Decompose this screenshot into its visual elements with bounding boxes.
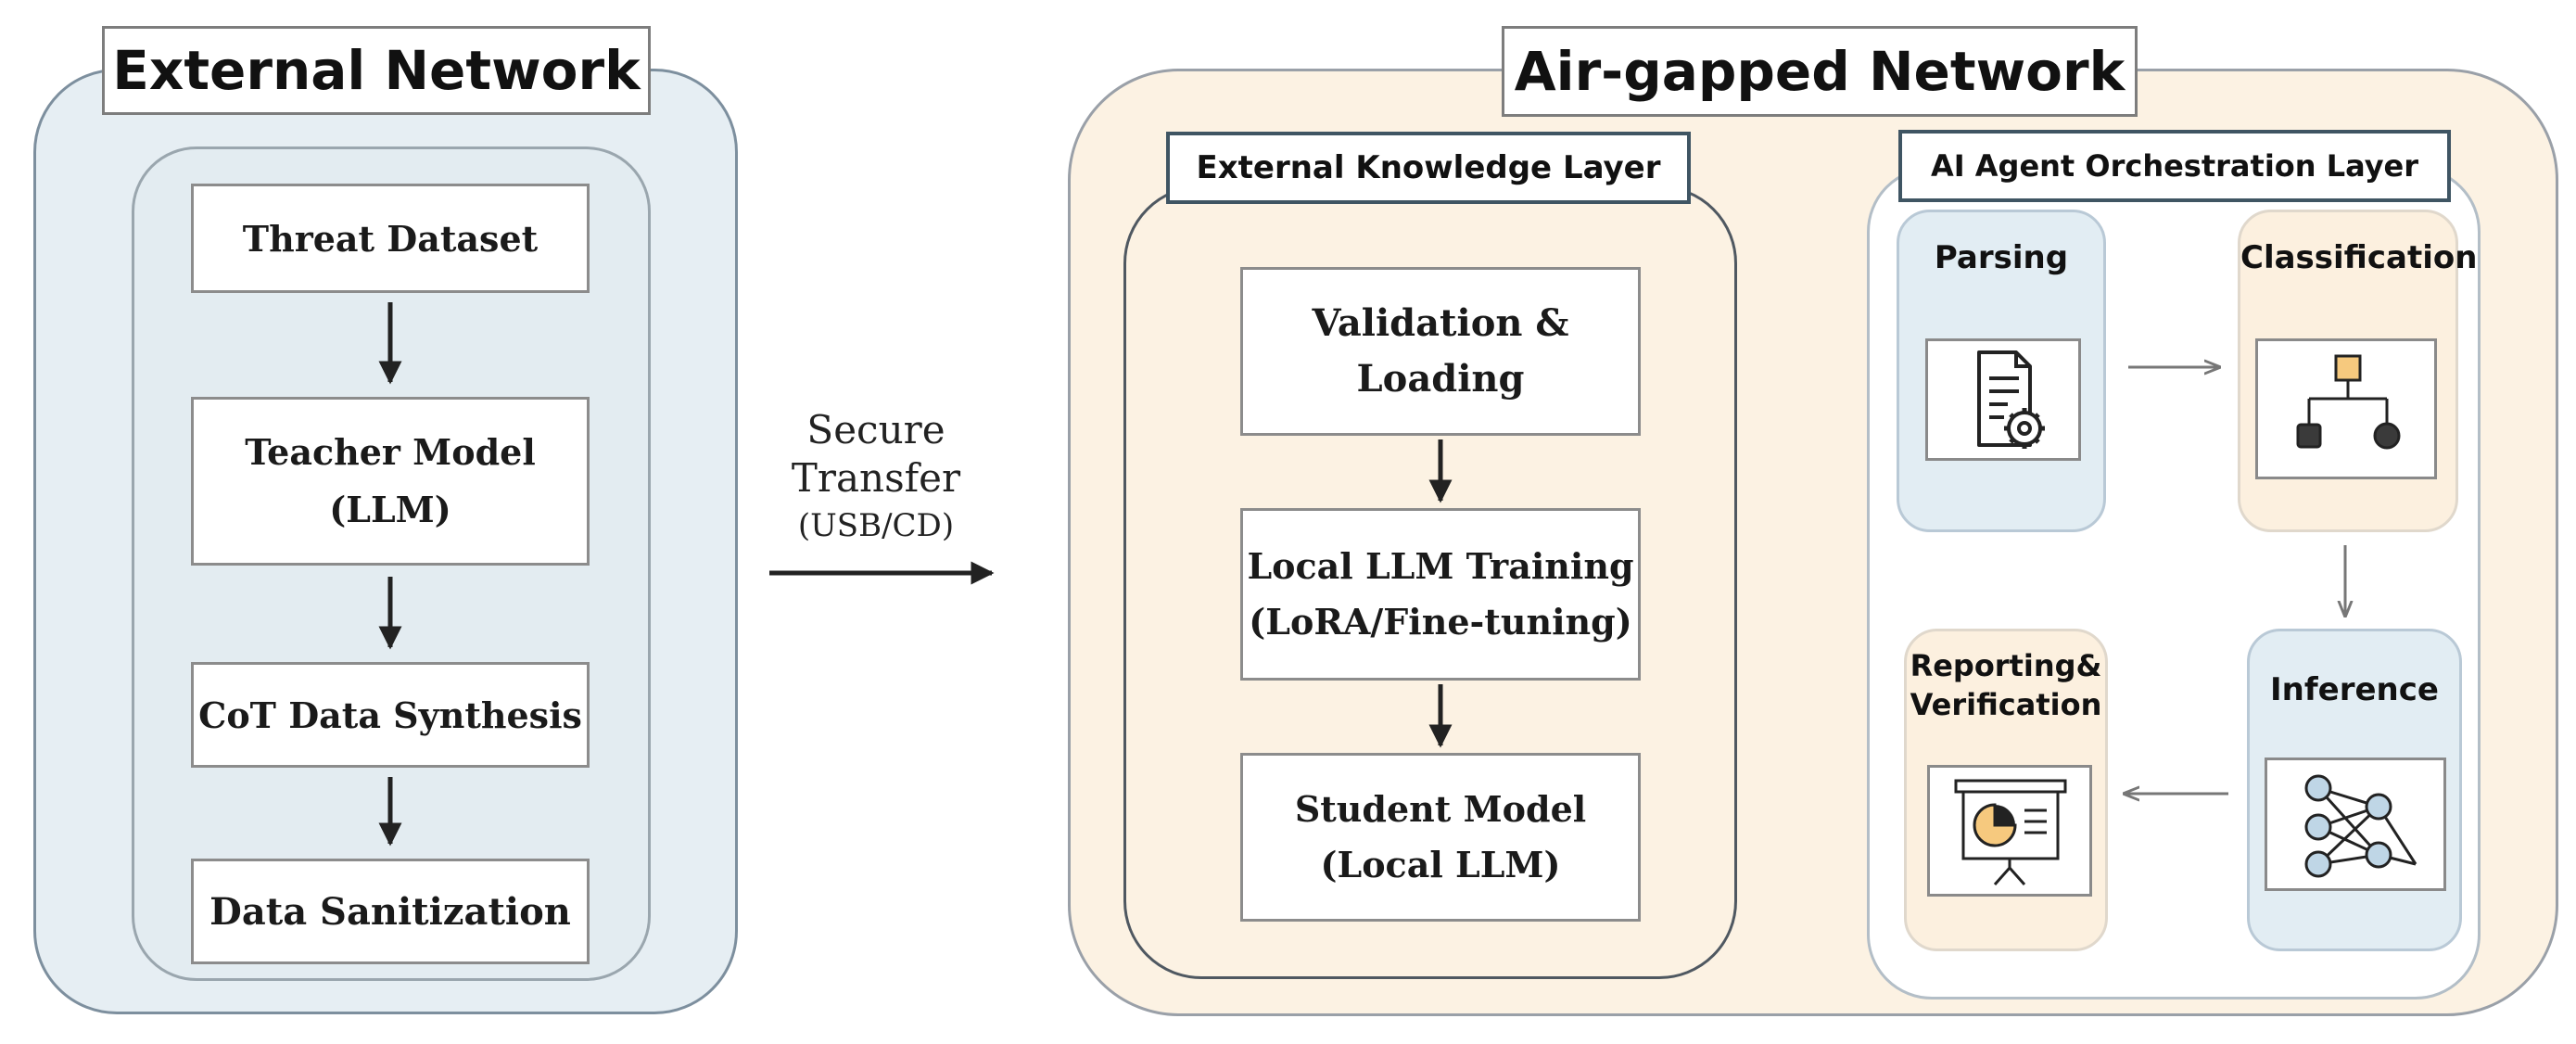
local-llm-training-box: Local LLM Training (LoRA/Fine-tuning) — [1240, 508, 1641, 681]
secure-transfer-line2: Transfer — [791, 455, 961, 501]
reporting-verification-agent-card: Reporting& Verification — [1904, 629, 2108, 951]
teacher-model-sublabel: (LLM) — [329, 489, 451, 530]
airgapped-network-title: Air-gapped Network — [1502, 26, 2138, 117]
validation-loading-line2: Loading — [1356, 357, 1525, 401]
inference-agent-card: Inference — [2247, 629, 2462, 951]
reporting-agent-label-line2: Verification — [1910, 687, 2102, 722]
parsing-agent-label: Parsing — [1934, 239, 2069, 276]
local-llm-training-line1: Local LLM Training — [1247, 545, 1634, 587]
external-knowledge-layer-title: External Knowledge Layer — [1166, 132, 1691, 204]
classification-icon-frame — [2255, 338, 2437, 479]
cot-data-synthesis-box: CoT Data Synthesis — [191, 662, 590, 768]
local-llm-training-line2: (LoRA/Fine-tuning) — [1249, 601, 1632, 643]
parsing-agent-card: Parsing — [1897, 210, 2106, 532]
presentation-chart-icon — [1954, 779, 2067, 885]
student-model-line2: (Local LLM) — [1320, 844, 1561, 885]
agent-orchestration-layer-title: AI Agent Orchestration Layer — [1898, 130, 2451, 202]
reporting-icon-frame — [1927, 765, 2092, 897]
external-network-title: External Network — [102, 26, 651, 115]
teacher-model-label: Teacher Model — [245, 431, 536, 473]
classification-agent-label: Classification — [2240, 239, 2478, 276]
inference-agent-label: Inference — [2270, 671, 2439, 708]
parsing-icon-frame — [1925, 338, 2081, 461]
classification-agent-card: Classification — [2238, 210, 2478, 532]
reporting-agent-label-line1: Reporting& — [1910, 648, 2102, 683]
validation-loading-line1: Validation & — [1312, 301, 1569, 345]
student-model-box: Student Model (Local LLM) — [1240, 753, 1641, 922]
hierarchy-icon — [2296, 354, 2401, 450]
teacher-model-box: Teacher Model (LLM) — [191, 397, 590, 566]
data-sanitization-box: Data Sanitization — [191, 859, 590, 964]
threat-dataset-box: Threat Dataset — [191, 184, 590, 293]
validation-loading-box: Validation & Loading — [1240, 267, 1641, 436]
secure-transfer-line3: (USB/CD) — [797, 507, 955, 544]
document-gear-icon — [1977, 350, 2045, 449]
neural-network-icon — [2304, 774, 2417, 878]
secure-transfer-label: Secure Transfer (USB/CD) — [760, 399, 992, 556]
inference-icon-frame — [2265, 758, 2446, 891]
secure-transfer-line1: Secure — [806, 407, 945, 452]
student-model-line1: Student Model — [1294, 788, 1587, 830]
